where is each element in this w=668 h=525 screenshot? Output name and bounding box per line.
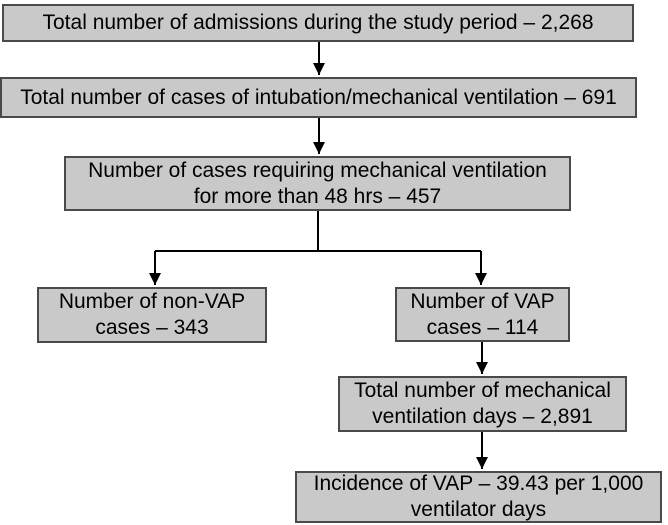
node-admissions-label: Total number of admissions during the st… bbox=[42, 11, 594, 35]
node-admissions: Total number of admissions during the st… bbox=[2, 4, 634, 42]
node-intubation: Total number of cases of intubation/mech… bbox=[0, 77, 637, 118]
node-intubation-label: Total number of cases of intubation/mech… bbox=[20, 85, 617, 109]
node-mv-over-48hrs: Number of cases requiring mechanical ven… bbox=[64, 156, 571, 211]
node-vap: Number of VAP cases – 114 bbox=[395, 287, 570, 342]
node-vap-incidence-label: Incidence of VAP – 39.43 per 1,000 venti… bbox=[313, 472, 644, 521]
node-mv-over-48hrs-label: Number of cases requiring mechanical ven… bbox=[88, 158, 547, 208]
node-non-vap-label: Number of non-VAP cases – 343 bbox=[58, 290, 246, 339]
node-mv-days: Total number of mechanical ventilation d… bbox=[338, 376, 627, 432]
node-vap-label: Number of VAP cases – 114 bbox=[410, 289, 555, 339]
node-mv-days-label: Total number of mechanical ventilation d… bbox=[354, 379, 611, 428]
node-vap-incidence: Incidence of VAP – 39.43 per 1,000 venti… bbox=[295, 471, 662, 523]
node-non-vap: Number of non-VAP cases – 343 bbox=[37, 287, 267, 343]
